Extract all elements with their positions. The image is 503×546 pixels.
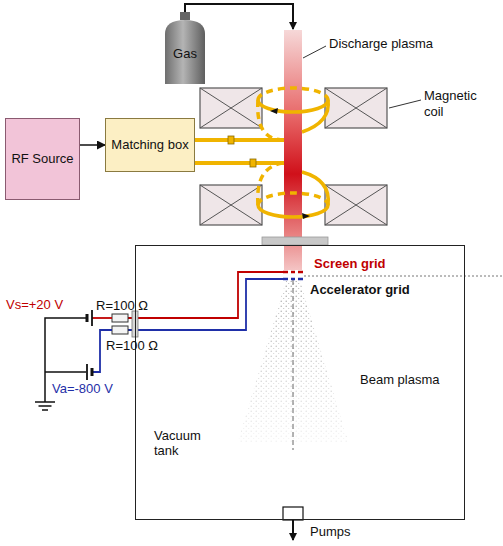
coil-winding — [325, 185, 387, 225]
node-text: Matching box — [111, 137, 188, 153]
accel-wire — [128, 279, 284, 330]
leader-line — [389, 100, 421, 108]
part-label: Discharge plasma — [329, 36, 433, 52]
ground-symbol — [35, 402, 55, 410]
part-label: Pumps — [310, 524, 350, 540]
grid-plane-line — [304, 276, 503, 277]
part-label: Accelerator grid — [310, 282, 410, 298]
gas-cylinder — [165, 12, 205, 84]
feed-tick — [228, 136, 256, 167]
coil-winding — [200, 185, 262, 225]
current-arrow — [270, 108, 310, 219]
battery-symbol — [87, 364, 92, 380]
battery-symbol — [87, 310, 92, 326]
node-text: Vacuum tank — [154, 428, 214, 459]
part-label: Magnetic coil — [424, 88, 486, 119]
gas-cylinder-label: Gas — [165, 24, 205, 84]
resistor-symbol — [112, 326, 128, 334]
part-label: R=100 Ω — [96, 298, 148, 314]
connector-arrow — [80, 144, 105, 146]
pump-arrow — [292, 520, 294, 540]
process-box: RF Source — [5, 118, 80, 200]
antenna-loop — [258, 88, 329, 217]
part-label: Va=-800 V — [52, 381, 113, 397]
leader-line — [303, 46, 326, 58]
resistor-symbol — [112, 314, 128, 322]
part-label: Beam plasma — [360, 372, 439, 388]
magnetic-coil — [200, 88, 387, 225]
part-label: Screen grid — [314, 256, 386, 272]
accelerator-grid — [283, 278, 303, 281]
process-box: Matching box — [105, 118, 195, 172]
rf-feed — [195, 140, 284, 163]
screen-grid — [283, 271, 303, 274]
beam-axis — [293, 280, 294, 450]
coil-winding — [200, 88, 262, 128]
part-label: R=100 Ω — [106, 338, 158, 354]
pump-port — [283, 507, 303, 520]
node-text: RF Source — [11, 151, 73, 167]
flange — [262, 237, 328, 245]
node-text: Gas — [173, 46, 197, 62]
discharge-tube — [284, 30, 302, 270]
gas-feed-line — [185, 4, 293, 29]
part-label: Vs=+20 V — [6, 297, 63, 313]
screen-wire — [92, 317, 112, 319]
coil-winding — [325, 88, 387, 128]
